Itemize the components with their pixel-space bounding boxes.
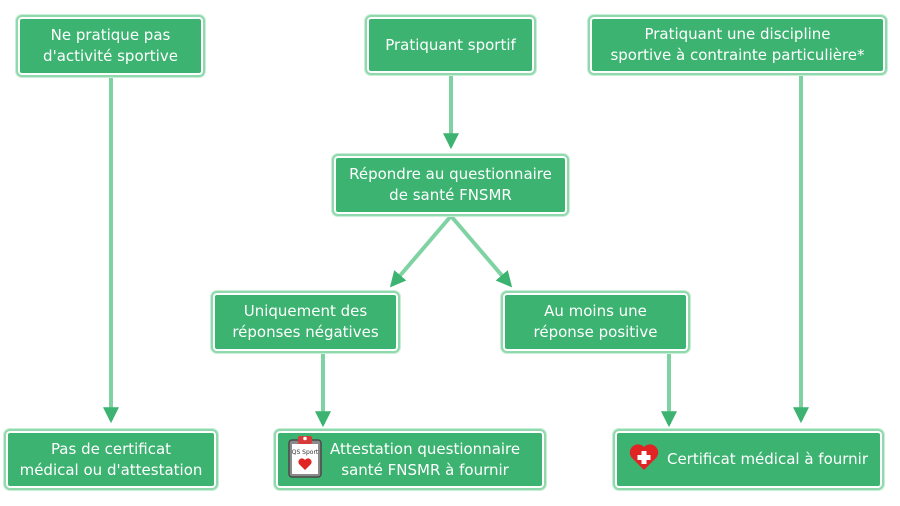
node-negative: Uniquement des réponses négatives xyxy=(211,291,400,353)
node-attestation: QS Sport Attestation questionnaire santé… xyxy=(274,429,546,490)
node-questionnaire: Répondre au questionnaire de santé FNSMR xyxy=(332,154,569,216)
node-positive-line2: réponse positive xyxy=(533,323,658,341)
clipboard-label: QS Sport xyxy=(292,449,319,456)
node-negative-line1: Uniquement des xyxy=(243,302,368,320)
node-no-sport-line2: d'activité sportive xyxy=(43,47,178,65)
node-positive-line1: Au moins une xyxy=(544,302,647,320)
node-sport-label: Pratiquant sportif xyxy=(385,35,516,54)
node-attestation-line2: santé FNSMR à fournir xyxy=(341,460,509,479)
arrow-questionnaire-to-positive xyxy=(449,214,513,288)
node-no-certificate-line2: médical ou d'attestation xyxy=(19,460,203,479)
node-special: Pratiquant une discipline sportive à con… xyxy=(588,15,887,75)
node-attestation-line1: Attestation questionnaire xyxy=(330,439,521,458)
node-questionnaire-line1: Répondre au questionnaire xyxy=(349,165,552,183)
node-certificate: Certificat médical à fournir xyxy=(613,429,884,490)
node-no-sport-line1: Ne pratique pas xyxy=(50,26,171,44)
node-no-certificate: Pas de certificat médical ou d'attestati… xyxy=(4,429,218,490)
node-positive: Au moins une réponse positive xyxy=(501,291,690,353)
node-no-certificate-line1: Pas de certificat xyxy=(50,439,172,458)
clipboard-heart-icon: QS Sport xyxy=(286,435,324,485)
node-certificate-label: Certificat médical à fournir xyxy=(666,450,869,468)
heart-cross-icon xyxy=(629,443,659,477)
arrow-questionnaire-to-negative xyxy=(389,214,453,288)
node-special-line2: sportive à contrainte particulière* xyxy=(610,46,865,64)
node-questionnaire-line2: de santé FNSMR xyxy=(389,186,512,204)
node-sport: Pratiquant sportif xyxy=(365,15,536,75)
node-negative-line2: réponses négatives xyxy=(232,323,379,341)
node-no-sport: Ne pratique pas d'activité sportive xyxy=(16,15,205,77)
node-special-line1: Pratiquant une discipline xyxy=(644,25,831,43)
